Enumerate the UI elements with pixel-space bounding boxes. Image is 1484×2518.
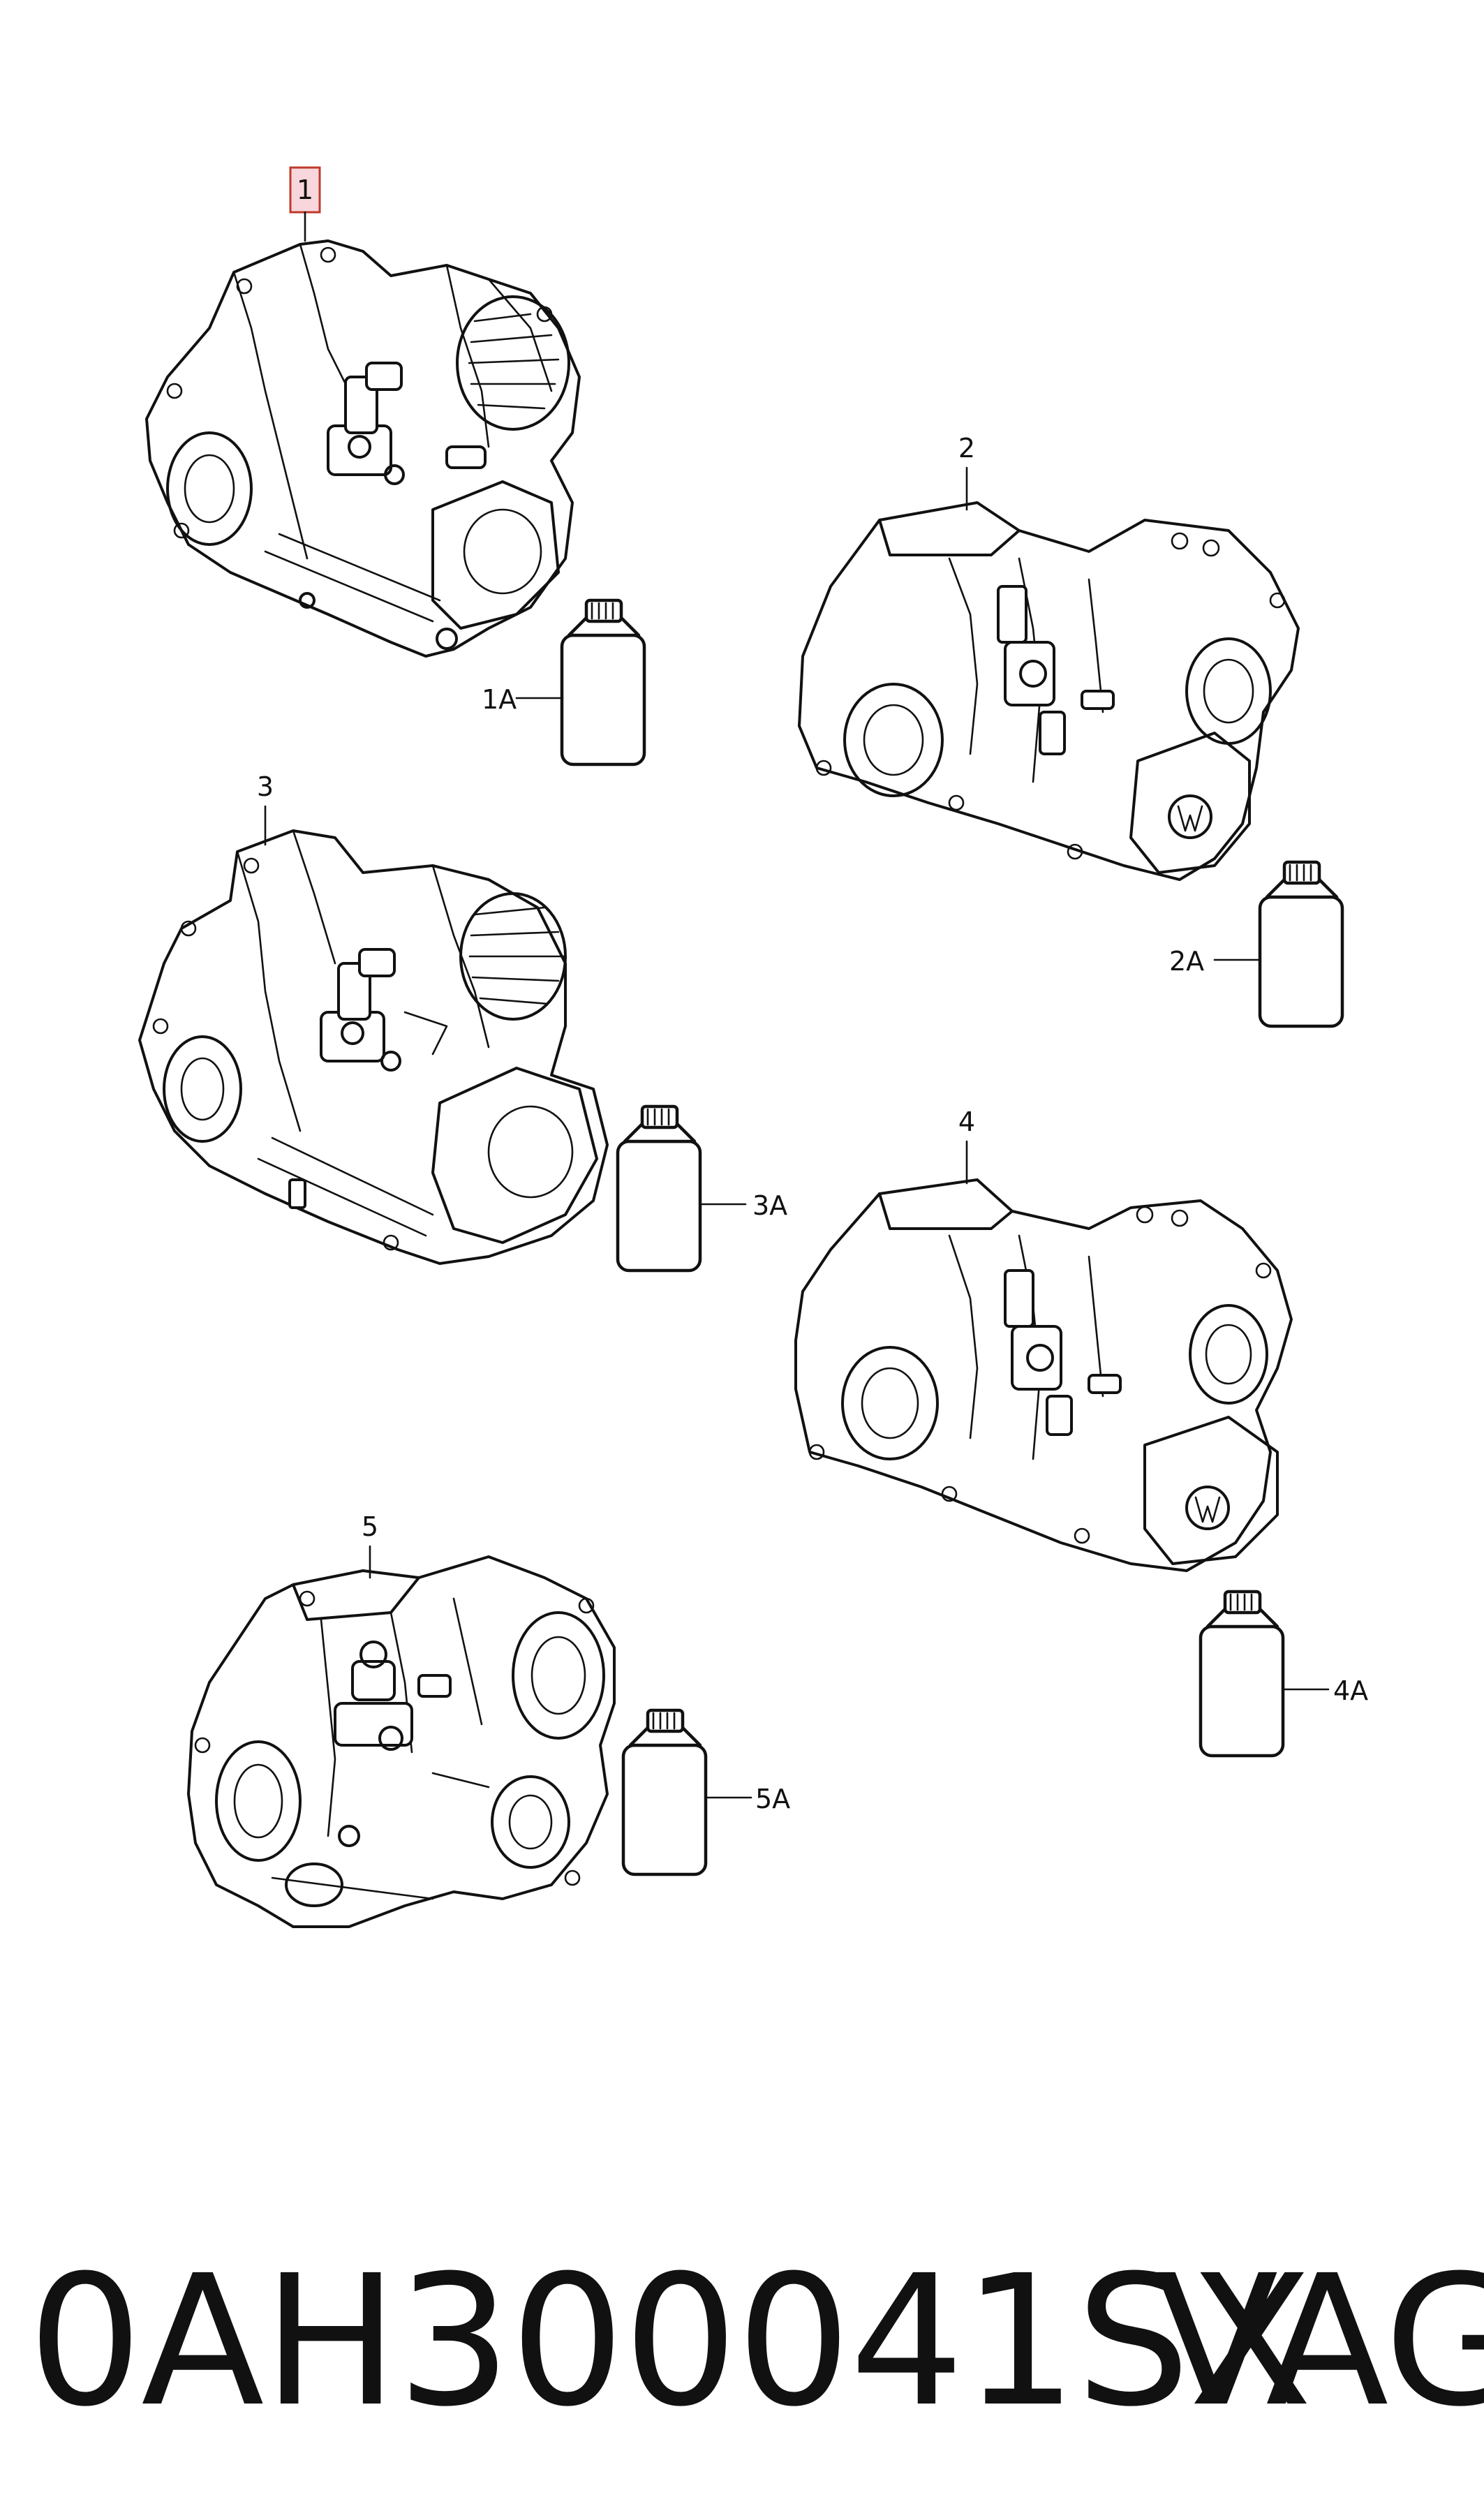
gearbox-3[interactable] bbox=[138, 829, 609, 1265]
callout-5: 5 bbox=[362, 1511, 378, 1579]
oil-bottle-4a[interactable] bbox=[1199, 1590, 1285, 1758]
callout-3-label: 3 bbox=[257, 771, 274, 802]
callout-3a: 3A bbox=[699, 1190, 787, 1221]
oil-bottle-5a[interactable] bbox=[621, 1708, 708, 1876]
callout-5-label: 5 bbox=[362, 1511, 378, 1542]
callout-2a: 2A bbox=[1169, 946, 1261, 977]
oil-bottle-2a[interactable] bbox=[1258, 860, 1344, 1028]
callout-1a-label: 1A bbox=[482, 684, 517, 715]
gearbox-5[interactable] bbox=[187, 1555, 616, 1928]
callout-3a-label: 3A bbox=[752, 1190, 787, 1221]
part-number: 0AH300041SX bbox=[28, 2237, 1312, 2446]
callout-1-label: 1 bbox=[297, 175, 313, 205]
callout-2: 2 bbox=[958, 433, 975, 511]
callout-1a: 1A bbox=[482, 684, 563, 715]
callout-2a-label: 2A bbox=[1169, 946, 1204, 977]
gearbox-1[interactable] bbox=[145, 239, 581, 658]
callout-4: 4 bbox=[958, 1106, 975, 1185]
callout-4a: 4A bbox=[1282, 1675, 1368, 1706]
callout-1[interactable]: 1 bbox=[289, 166, 321, 242]
gearbox-4[interactable] bbox=[794, 1178, 1293, 1572]
callout-5a: 5A bbox=[704, 1784, 790, 1814]
callout-4-label: 4 bbox=[958, 1106, 975, 1137]
callout-2-label: 2 bbox=[958, 433, 975, 464]
oil-bottle-1a[interactable] bbox=[560, 598, 646, 766]
brand-name: VAG bbox=[1155, 2237, 1484, 2446]
oil-bottle-3a[interactable] bbox=[616, 1104, 702, 1273]
callout-5a-label: 5A bbox=[755, 1784, 790, 1814]
callout-3: 3 bbox=[257, 771, 274, 846]
gearbox-2[interactable] bbox=[798, 501, 1300, 881]
callout-4a-label: 4A bbox=[1333, 1675, 1368, 1706]
